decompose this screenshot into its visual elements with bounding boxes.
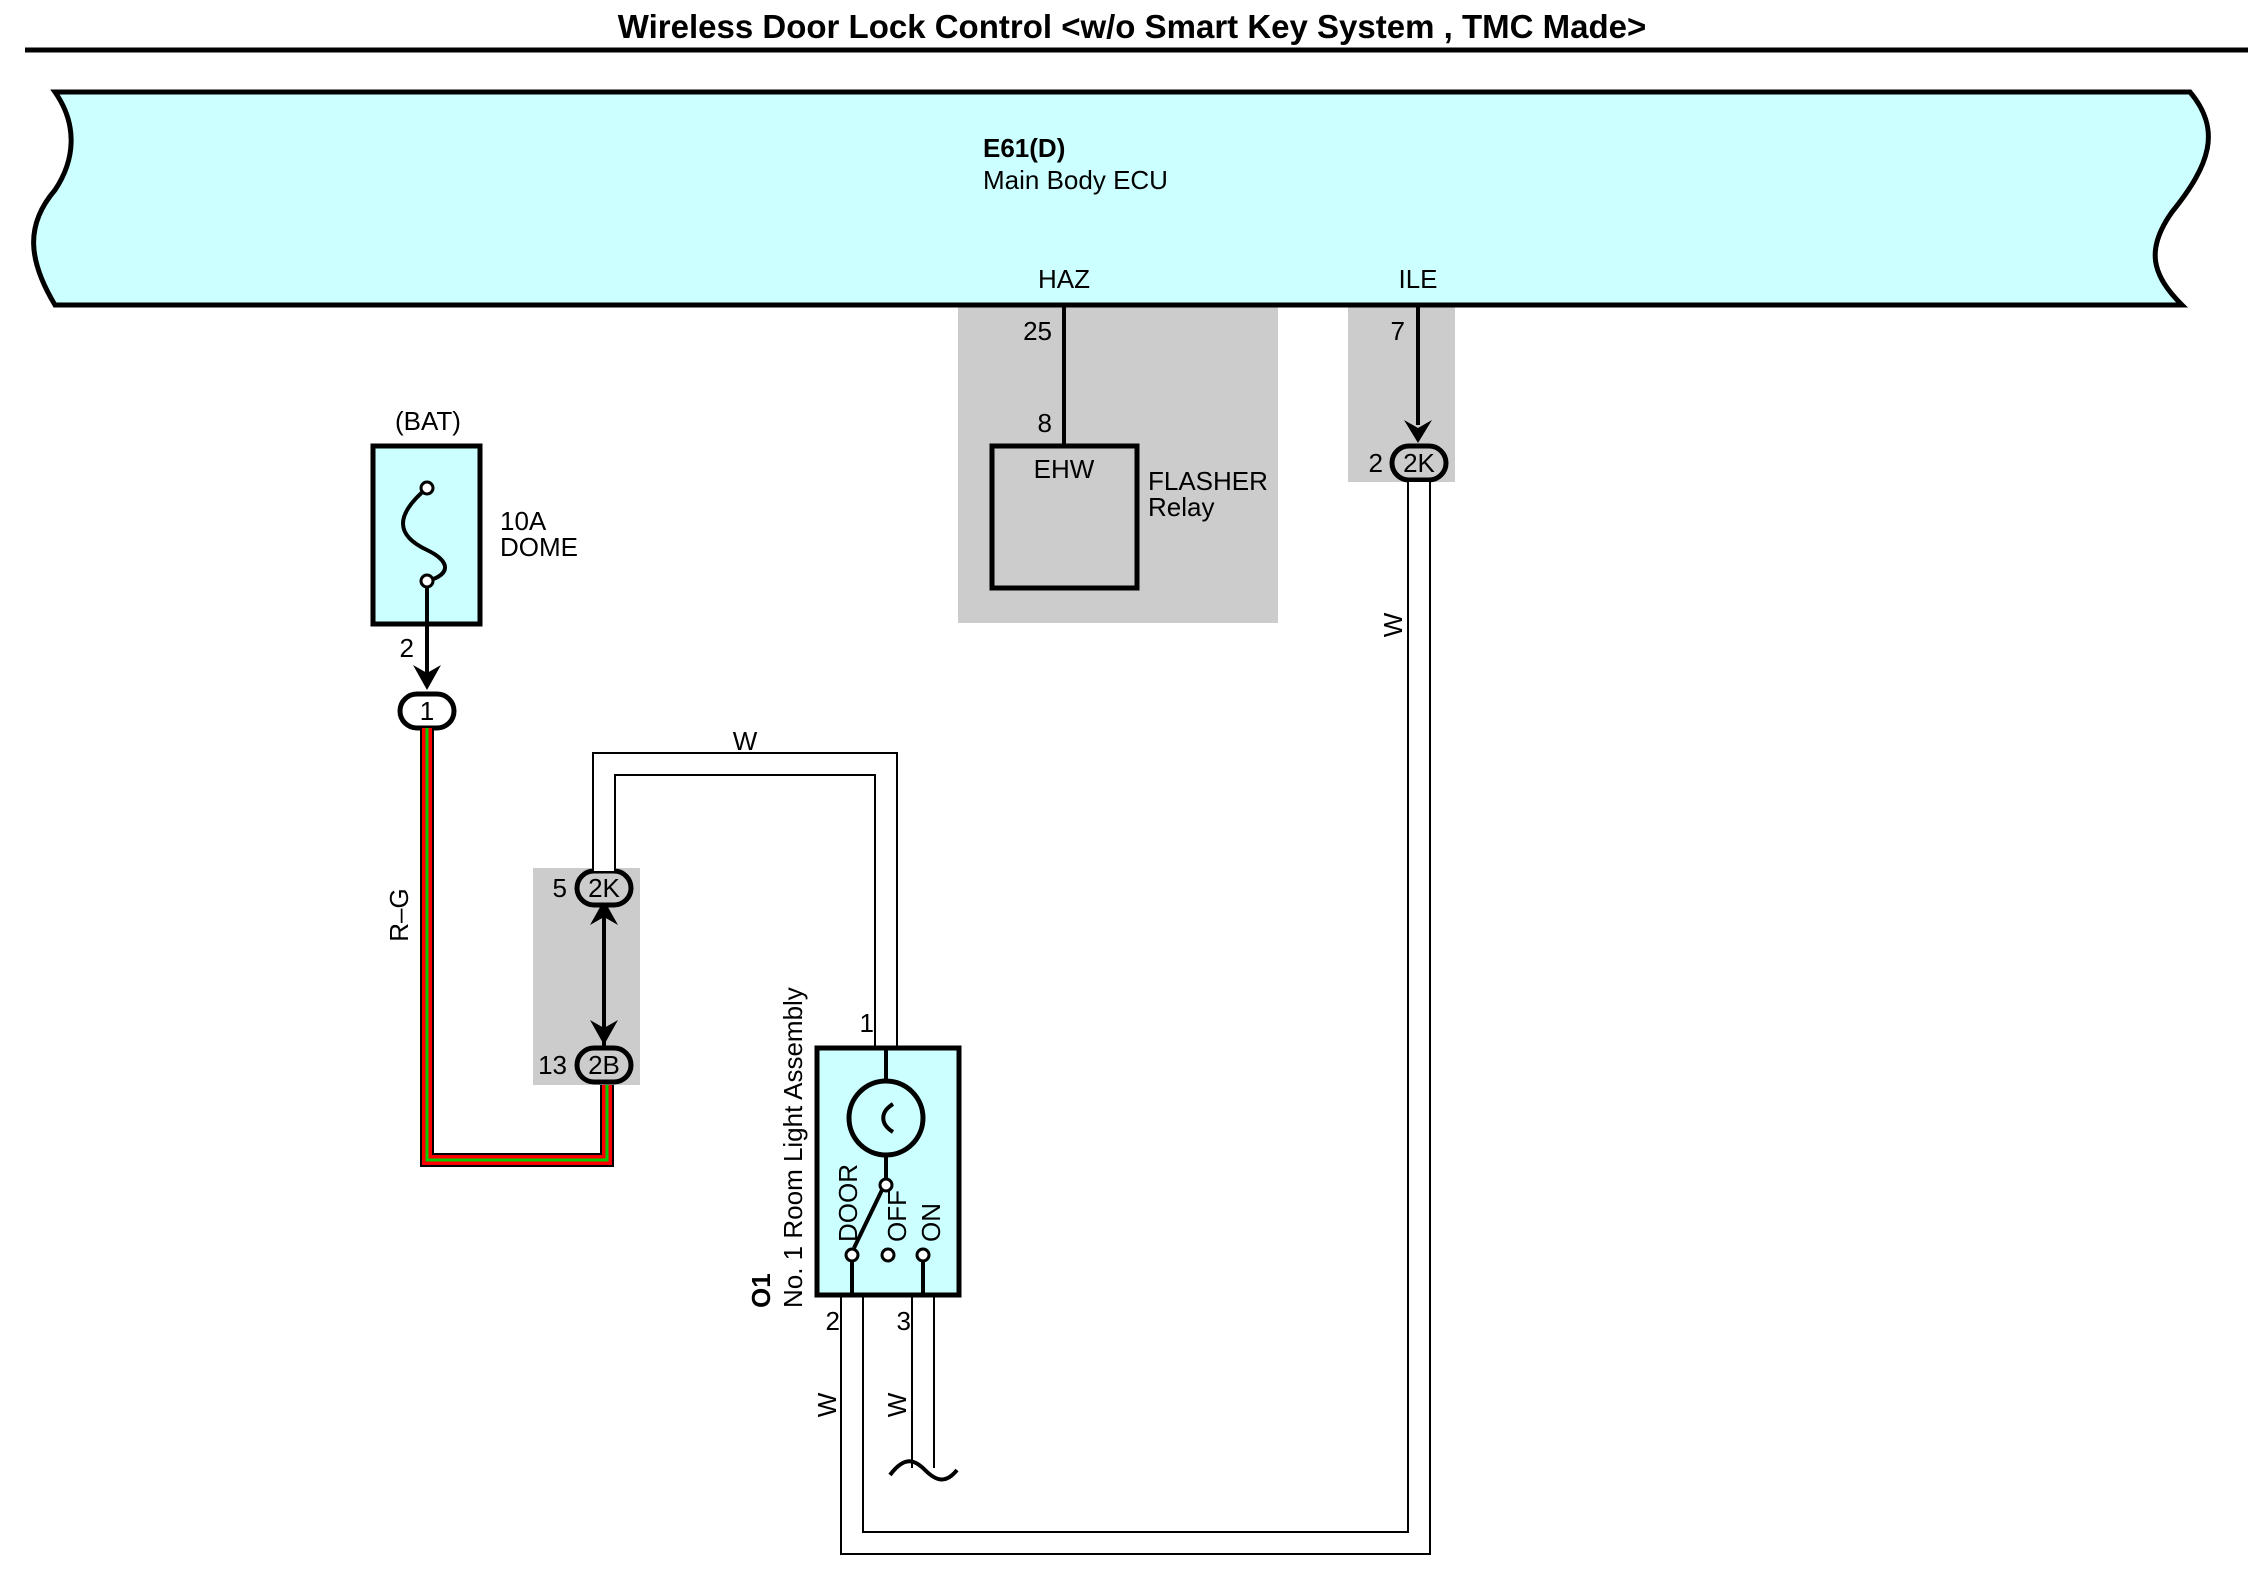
diagram-title: Wireless Door Lock Control <w/o Smart Ke… — [618, 8, 1646, 45]
fuse-icon — [401, 480, 447, 589]
ile-connector — [1389, 443, 1449, 483]
wire-label-w-pin3: W — [882, 1392, 912, 1417]
wire-w-junction-light — [592, 752, 898, 1048]
fuse-source: (BAT) — [395, 406, 461, 436]
room-light-pin-2: 2 — [826, 1306, 840, 1336]
wire-label-r-g: R–G — [384, 888, 414, 941]
main-body-ecu — [31, 89, 2211, 308]
ile-connector-id: 2K — [1403, 448, 1435, 478]
fuse-arrow-icon — [413, 665, 441, 690]
ecu-terminal-ile: ILE — [1398, 264, 1437, 294]
fuse-connector-id: 1 — [420, 696, 434, 726]
room-light-pin-1: 1 — [860, 1008, 874, 1038]
wire-label-w-pin2: W — [812, 1392, 842, 1417]
junction-bottom-id: 2B — [588, 1050, 620, 1080]
room-light-name: No. 1 Room Light Assembly — [778, 987, 808, 1308]
wire-label-w-ile: W — [1378, 612, 1408, 637]
flasher-relay-name-1: FLASHER — [1148, 466, 1268, 496]
switch-position-off: OFF — [882, 1190, 912, 1242]
junction-top-pin: 5 — [553, 873, 567, 903]
ile-pin: 7 — [1391, 316, 1405, 346]
fuse-out-pin: 2 — [400, 633, 414, 663]
wire-r-g — [420, 728, 614, 1167]
junction-top-id: 2K — [588, 873, 620, 903]
flasher-relay-terminal: EHW — [1034, 454, 1095, 484]
fuse-name: DOME — [500, 532, 578, 562]
haz-pin: 25 — [1023, 316, 1052, 346]
door-switch-icon — [844, 1177, 931, 1295]
wire-w-ile-light — [840, 482, 1431, 1555]
flasher-relay-shade — [958, 302, 1278, 623]
junction-bottom-pin: 13 — [538, 1050, 567, 1080]
ground-icon — [888, 1459, 959, 1482]
fuse-rating: 10A — [500, 506, 547, 536]
wire-label-w-top: W — [733, 726, 758, 756]
ecu-code: E61(D) — [983, 133, 1065, 163]
room-light-pin-3: 3 — [897, 1306, 911, 1336]
junction-arrow-down-icon — [590, 1020, 618, 1045]
flasher-relay-pin: 8 — [1038, 408, 1052, 438]
switch-position-on: ON — [916, 1203, 946, 1242]
ile-connector-pin: 2 — [1369, 448, 1383, 478]
switch-position-door: DOOR — [833, 1164, 863, 1242]
junction-arrow-up-icon — [590, 900, 618, 925]
ile-arrow-icon — [1404, 420, 1432, 443]
flasher-relay-name-2: Relay — [1148, 492, 1214, 522]
ecu-name: Main Body ECU — [983, 165, 1168, 195]
flasher-relay-box — [989, 443, 1140, 591]
ecu-terminal-haz: HAZ — [1038, 264, 1090, 294]
junction-bottom-connector — [574, 1045, 634, 1085]
room-light-code: O1 — [746, 1273, 776, 1308]
